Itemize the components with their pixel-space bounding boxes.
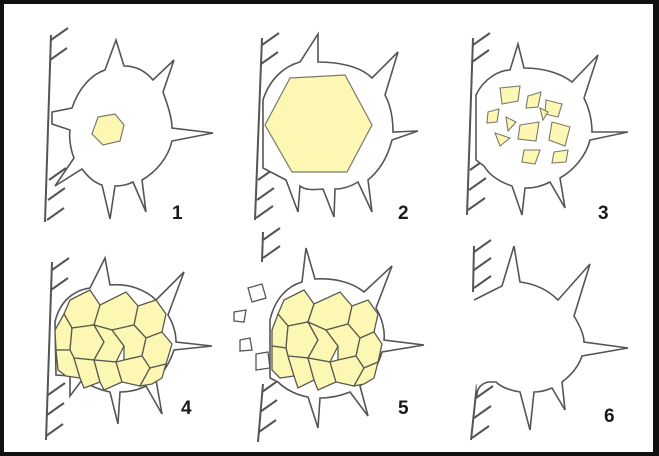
panel-3 bbox=[467, 33, 628, 215]
crystal-mosaic bbox=[55, 290, 172, 390]
crystal-mosaic bbox=[272, 290, 382, 390]
panel-label-2: 2 bbox=[398, 203, 409, 225]
panel-5 bbox=[234, 228, 424, 442]
panel-label-6: 6 bbox=[604, 406, 615, 428]
panel-label-4: 4 bbox=[181, 398, 192, 420]
panel-label-1: 1 bbox=[172, 203, 183, 225]
panel-1 bbox=[45, 28, 213, 222]
released-fragments bbox=[234, 284, 270, 370]
cell-body bbox=[474, 246, 628, 430]
panel-label-3: 3 bbox=[598, 203, 609, 225]
panel-label-5: 5 bbox=[398, 398, 409, 420]
cell-body bbox=[52, 40, 213, 219]
panel-2 bbox=[255, 33, 418, 220]
